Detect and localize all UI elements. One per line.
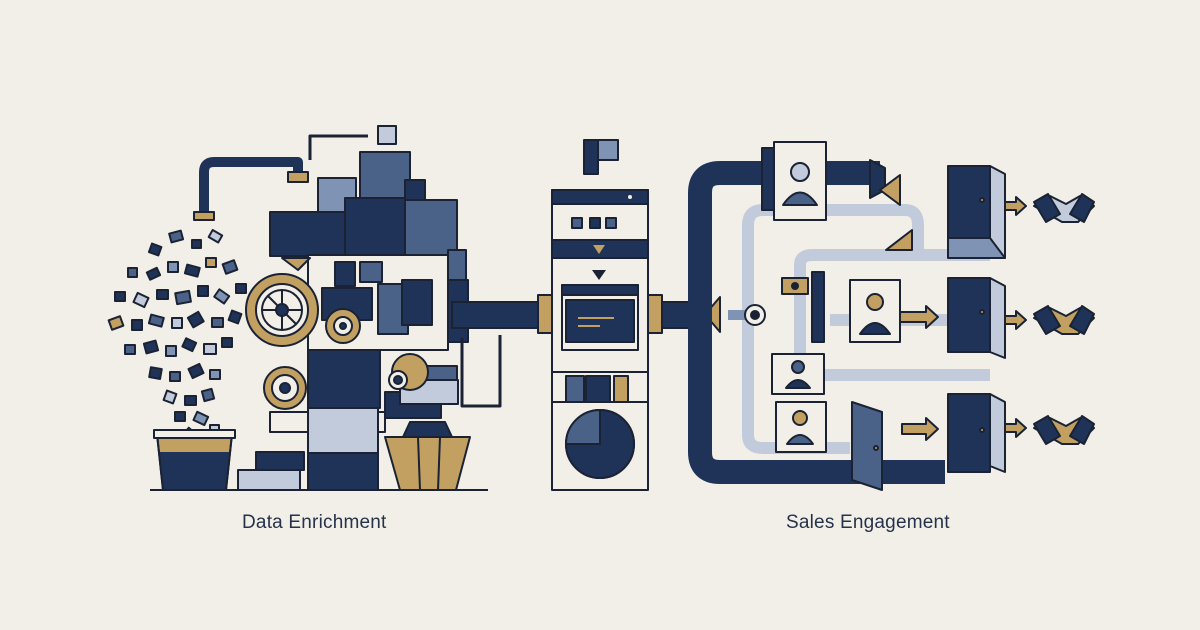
handshake-icon-1 <box>1033 193 1095 223</box>
gear-icon-mid <box>388 353 429 391</box>
door-icon-2 <box>947 277 1006 359</box>
sales-engagement-caption: Sales Engagement <box>786 512 950 533</box>
door-icon-open <box>851 401 883 491</box>
input-bucket <box>153 429 236 491</box>
connector-pipe-left <box>451 294 553 408</box>
gear-icon-small <box>325 308 361 344</box>
person-icon-1 <box>761 141 827 221</box>
handshake-icon-2 <box>1033 305 1095 335</box>
enrichment-machine <box>237 151 469 491</box>
engagement-pipes <box>688 161 990 484</box>
gear-icon-lower <box>263 366 307 410</box>
pie-chart-icon <box>565 409 635 479</box>
overhead-pipe <box>193 125 397 221</box>
person-icon-3 <box>771 353 825 395</box>
gear-icon <box>245 273 319 347</box>
data-fragments <box>107 229 247 443</box>
hopper-icon <box>384 421 471 491</box>
person-icon-2 <box>811 271 901 343</box>
door-icon-3 <box>947 393 1006 473</box>
door-icon-1 <box>947 165 1006 259</box>
person-icon-4 <box>775 401 827 453</box>
handshake-icon-3 <box>1033 415 1095 445</box>
data-enrichment-caption: Data Enrichment <box>242 512 387 533</box>
valves <box>781 159 913 295</box>
